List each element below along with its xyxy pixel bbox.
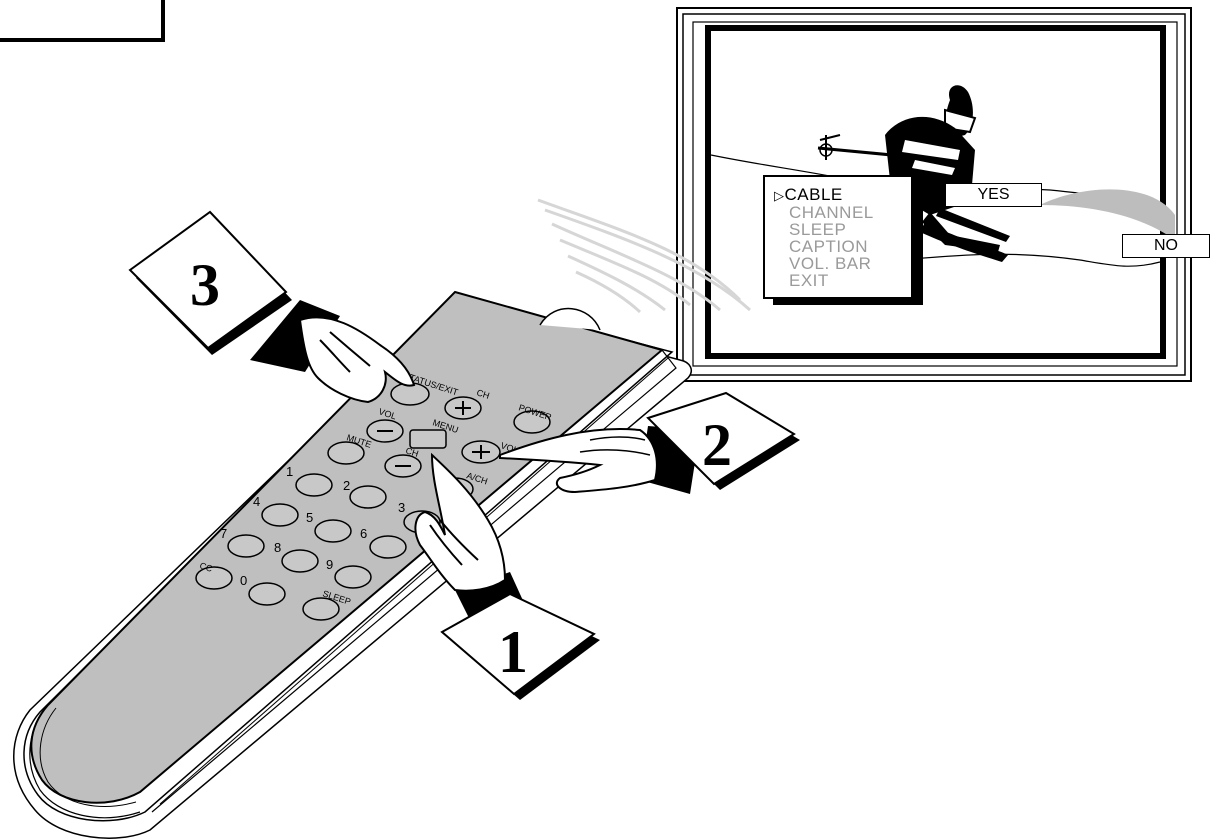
step-number-3: 3 [190,252,220,318]
digit-label: 1 [286,464,293,479]
menu-item-caption[interactable]: CAPTION [774,238,874,255]
menu-item-cable[interactable]: ▷CABLE [774,186,874,204]
digit-label: 5 [306,510,313,525]
digit-label: 6 [360,526,367,541]
digit-4-button[interactable] [262,504,298,526]
digit-6-button[interactable] [370,536,406,558]
digit-label: 3 [398,500,405,515]
digit-label: 8 [274,540,281,555]
digit-label: 7 [220,526,227,541]
step-number-2: 2 [702,412,732,478]
menu-pointer-icon: ▷ [774,188,785,203]
digit-label: 2 [343,478,350,493]
digit-5-button[interactable] [315,520,351,542]
menu-button[interactable] [410,430,446,448]
digit-9-button[interactable] [335,566,371,588]
step-number-1: 1 [498,619,528,685]
menu-item-exit[interactable]: EXIT [774,272,874,289]
step-tag-3: 3 [130,212,292,355]
digit-label: 9 [326,557,333,572]
digit-8-button[interactable] [282,550,318,572]
option-no[interactable]: NO [1122,234,1210,258]
option-yes[interactable]: YES [945,183,1042,207]
digit-2-button[interactable] [350,486,386,508]
menu-item-channel[interactable]: CHANNEL [774,204,874,221]
menu-item-vol-bar[interactable]: VOL. BAR [774,255,874,272]
menu-item-label: EXIT [789,271,829,290]
digit-0-button[interactable] [249,583,285,605]
digit-1-button[interactable] [296,474,332,496]
digit-label: 4 [253,494,260,509]
menu-item-label: CABLE [785,185,843,204]
menu-item-sleep[interactable]: SLEEP [774,221,874,238]
digit-7-button[interactable] [228,535,264,557]
television [677,8,1191,381]
tv-setup-menu: ▷CABLE CHANNEL SLEEP CAPTION VOL. BAR EX… [774,186,874,289]
digit-label: 0 [240,573,247,588]
